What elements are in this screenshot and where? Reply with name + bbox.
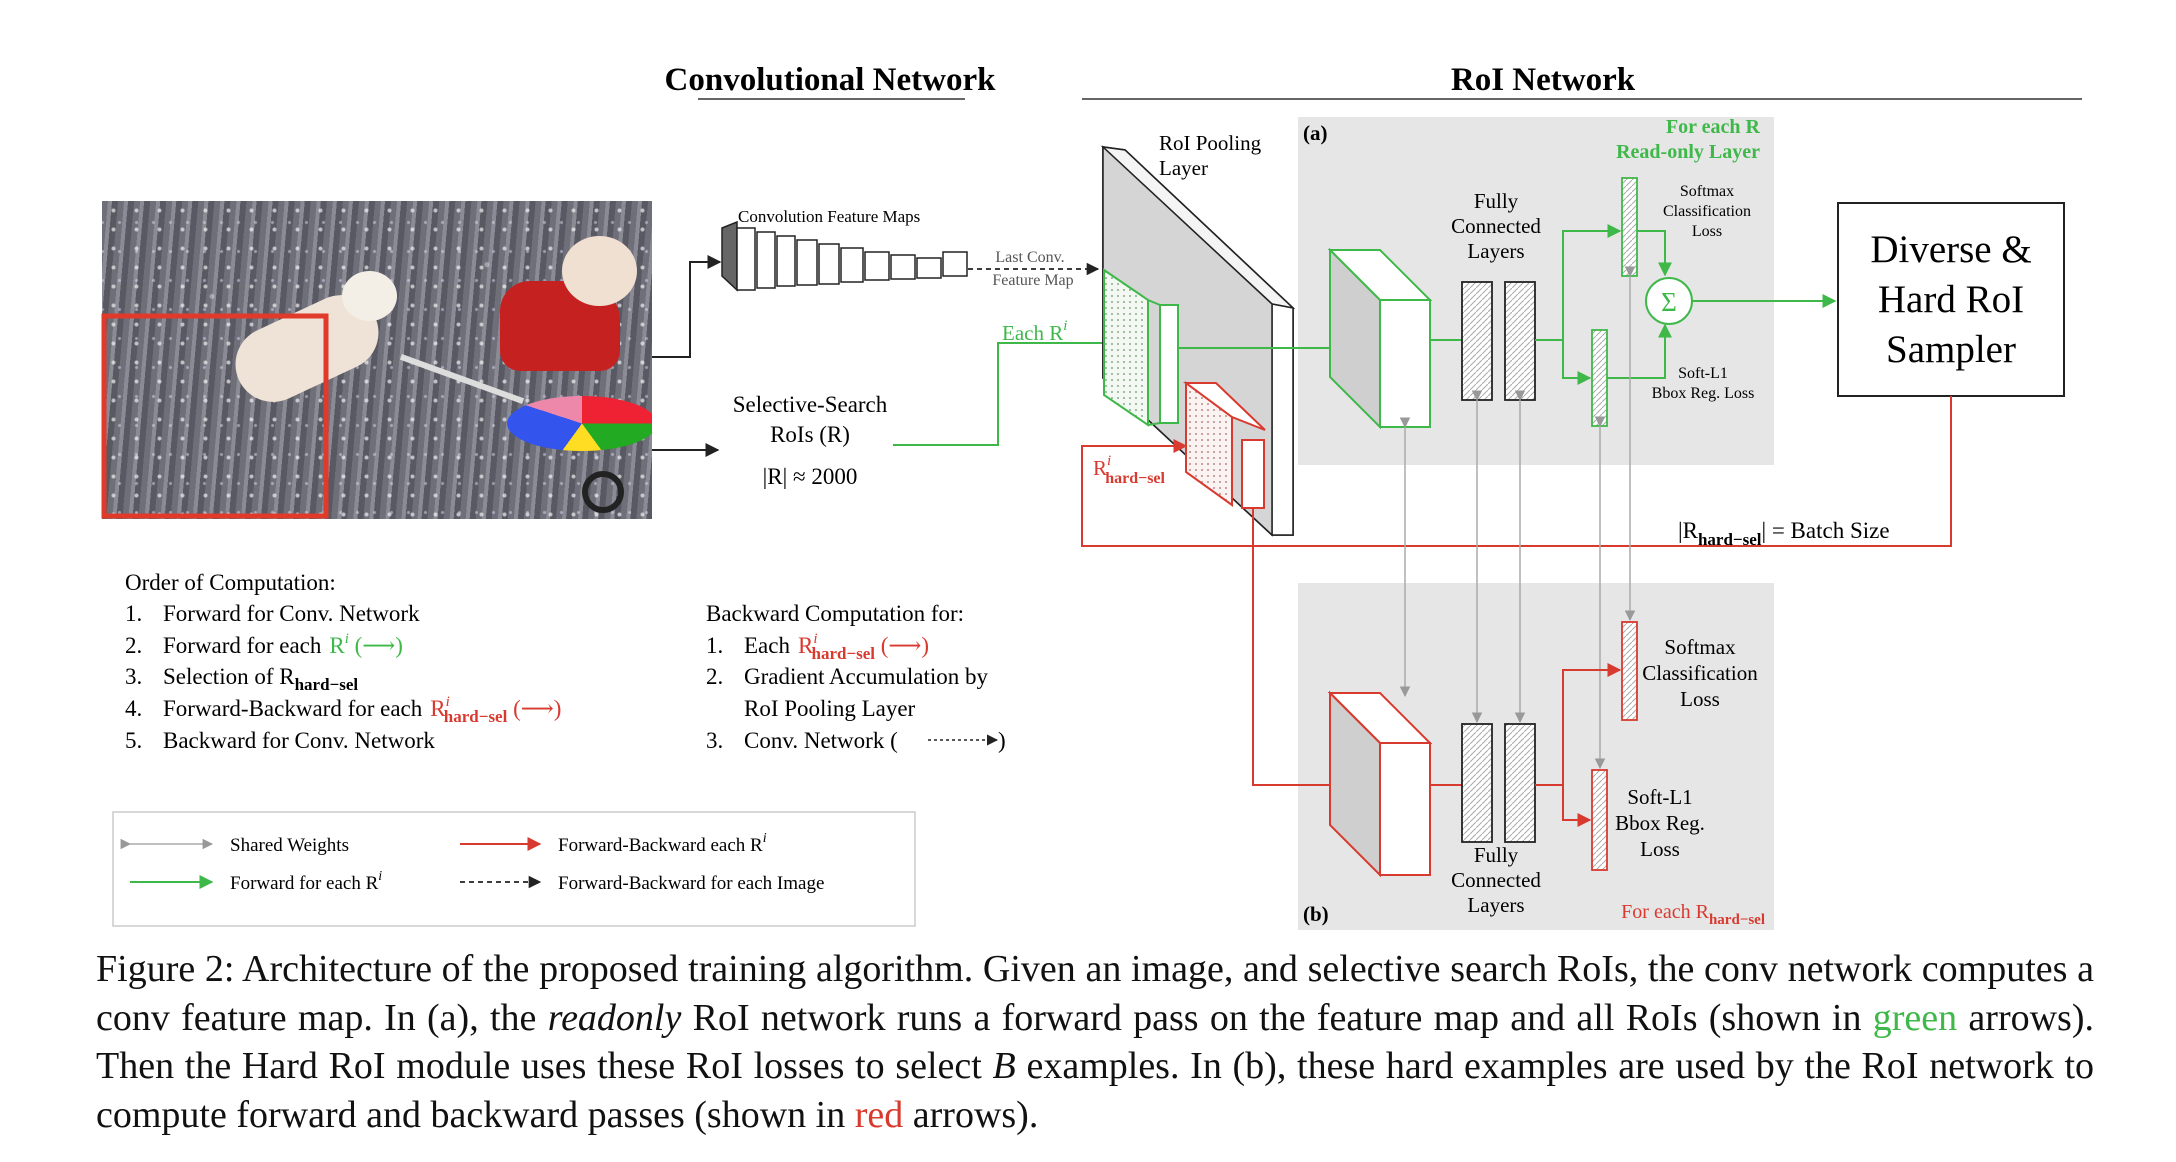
feature-cube-b bbox=[1327, 690, 1433, 878]
backward-num-3: 3. bbox=[706, 728, 723, 753]
legend-shared-label: Shared Weights bbox=[230, 835, 349, 856]
order-item-3: Selection of Rhard−sel bbox=[163, 664, 358, 694]
selective-search-label-1: Selective-Search bbox=[733, 392, 888, 417]
softmax-layer-b bbox=[1621, 621, 1638, 721]
backward-num-2: 2. bbox=[706, 664, 723, 689]
order-item-1: Forward for Conv. Network bbox=[163, 601, 420, 626]
for-each-r-label: For each R bbox=[1666, 116, 1761, 138]
architecture-diagram: Convolutional Network RoI Network (a) (b… bbox=[101, 62, 2082, 930]
roi-pooling-label-1: RoI Pooling bbox=[1159, 131, 1262, 155]
order-title: Order of Computation: bbox=[125, 570, 336, 595]
sampler-label-3: Sampler bbox=[1886, 328, 2016, 371]
softl1-a-label-1: Soft-L1 bbox=[1678, 365, 1728, 382]
cat-roi-box bbox=[101, 313, 329, 519]
batch-size-label: |Rhard−sel| = Batch Size bbox=[1678, 518, 1890, 549]
backward-item-2b: RoI Pooling Layer bbox=[744, 696, 916, 721]
cat-head bbox=[342, 271, 397, 321]
feature-cube-a bbox=[1327, 247, 1433, 430]
softl1-a-label-2: Bbox Reg. Loss bbox=[1652, 385, 1755, 402]
order-num-4: 4. bbox=[125, 696, 142, 721]
fc-layer-b-1 bbox=[1461, 723, 1493, 843]
softl1-b-label-3: Loss bbox=[1640, 837, 1680, 861]
fc-a-label-2: Connected bbox=[1451, 214, 1541, 238]
legend: Shared Weights Forward for each Ri Forwa… bbox=[112, 811, 916, 927]
softmax-b-label-3: Loss bbox=[1680, 687, 1720, 711]
roi-count-label: |R| ≈ 2000 bbox=[763, 464, 858, 489]
arrow-sampler-feedback bbox=[1081, 396, 1952, 547]
panel-b-label: (b) bbox=[1303, 902, 1329, 926]
fc-a-label-3: Layers bbox=[1467, 239, 1524, 263]
dog-head bbox=[562, 236, 637, 306]
for-each-hard-label: For each Rhard−sel bbox=[1621, 901, 1765, 928]
softmax-b-label-2: Classification bbox=[1642, 661, 1758, 685]
arrow-softmax-to-sum bbox=[1637, 230, 1672, 277]
legend-forward-label: Forward for each Ri bbox=[230, 869, 382, 894]
order-of-computation: Order of Computation: 1. Forward for Con… bbox=[125, 570, 561, 753]
backward-item-3: Conv. Network ( bbox=[744, 728, 898, 753]
fc-a-label-1: Fully bbox=[1474, 189, 1519, 213]
fc-layer-a-2 bbox=[1504, 281, 1536, 401]
conv-feature-maps bbox=[721, 220, 968, 292]
last-conv-label-2: Feature Map bbox=[992, 272, 1073, 289]
roi-pooling-label-2: Layer bbox=[1159, 156, 1208, 180]
backward-num-1: 1. bbox=[706, 633, 723, 658]
arrow-fc-to-softmax-a bbox=[1535, 224, 1622, 341]
legend-image-label: Forward-Backward for each Image bbox=[558, 873, 824, 894]
legend-box bbox=[112, 811, 916, 927]
stroller-seat bbox=[507, 396, 652, 451]
fc-b-label-3: Layers bbox=[1467, 893, 1524, 917]
conv-feature-maps-label: Convolution Feature Maps bbox=[738, 207, 920, 226]
header-roi-network: RoI Network bbox=[1451, 62, 1636, 98]
arrow-rois-green bbox=[893, 336, 1162, 446]
readonly-layer-label: Read-only Layer bbox=[1616, 141, 1760, 163]
softmax-a-label-2: Classification bbox=[1663, 203, 1751, 220]
arrow-roi-to-fc-b bbox=[1252, 508, 1352, 792]
backward-title: Backward Computation for: bbox=[706, 601, 964, 626]
arrow-fc-to-softl1-a bbox=[1562, 340, 1592, 385]
softmax-layer-a bbox=[1621, 177, 1638, 277]
selective-search-label-2: RoIs (R) bbox=[770, 422, 850, 447]
fc-b-label-2: Connected bbox=[1451, 868, 1541, 892]
fc-layer-a-1 bbox=[1461, 281, 1493, 401]
softl1-b-label-1: Soft-L1 bbox=[1627, 785, 1692, 809]
backward-close-paren: ) bbox=[998, 728, 1006, 753]
fc-b-label-1: Fully bbox=[1474, 843, 1519, 867]
softl1-layer-b bbox=[1591, 769, 1608, 871]
softmax-a-label-3: Loss bbox=[1692, 223, 1722, 240]
backward-item-2: Gradient Accumulation by bbox=[744, 664, 988, 689]
arrow-fc-to-softmax-b bbox=[1535, 663, 1622, 786]
sampler-label-1: Diverse & bbox=[1870, 228, 2031, 271]
softl1-b-label-2: Bbox Reg. bbox=[1615, 811, 1705, 835]
order-num-1: 1. bbox=[125, 601, 142, 626]
softl1-layer-a bbox=[1591, 329, 1608, 427]
order-item-5: Backward for Conv. Network bbox=[163, 728, 435, 753]
green-roi-region bbox=[1103, 268, 1179, 427]
input-image-cat-dog-stroller bbox=[102, 201, 652, 519]
figure-caption: Figure 2: Architecture of the proposed t… bbox=[96, 948, 2094, 1136]
legend-fb-label: Forward-Backward each Ri bbox=[558, 831, 767, 856]
order-num-5: 5. bbox=[125, 728, 142, 753]
sampler-label-2: Hard RoI bbox=[1878, 278, 2024, 321]
arrow-image-to-conv bbox=[652, 255, 722, 358]
softmax-a-label-1: Softmax bbox=[1680, 183, 1734, 200]
panel-a-label: (a) bbox=[1303, 121, 1328, 145]
sum-symbol: Σ bbox=[1661, 287, 1677, 317]
hard-roi-sampler bbox=[1837, 202, 2065, 397]
figure-2: Convolutional Network RoI Network (a) (b… bbox=[101, 62, 2082, 930]
each-r-label: Each Ri bbox=[1002, 318, 1067, 345]
order-num-3: 3. bbox=[125, 664, 142, 689]
order-num-2: 2. bbox=[125, 633, 142, 658]
softmax-b-label-1: Softmax bbox=[1664, 635, 1736, 659]
last-conv-label-1: Last Conv. bbox=[995, 249, 1064, 266]
stroller-wheel bbox=[582, 471, 624, 513]
header-conv-network: Convolutional Network bbox=[665, 62, 997, 98]
fc-layer-b-2 bbox=[1504, 723, 1536, 843]
arrow-fc-to-softl1-b bbox=[1562, 785, 1592, 827]
